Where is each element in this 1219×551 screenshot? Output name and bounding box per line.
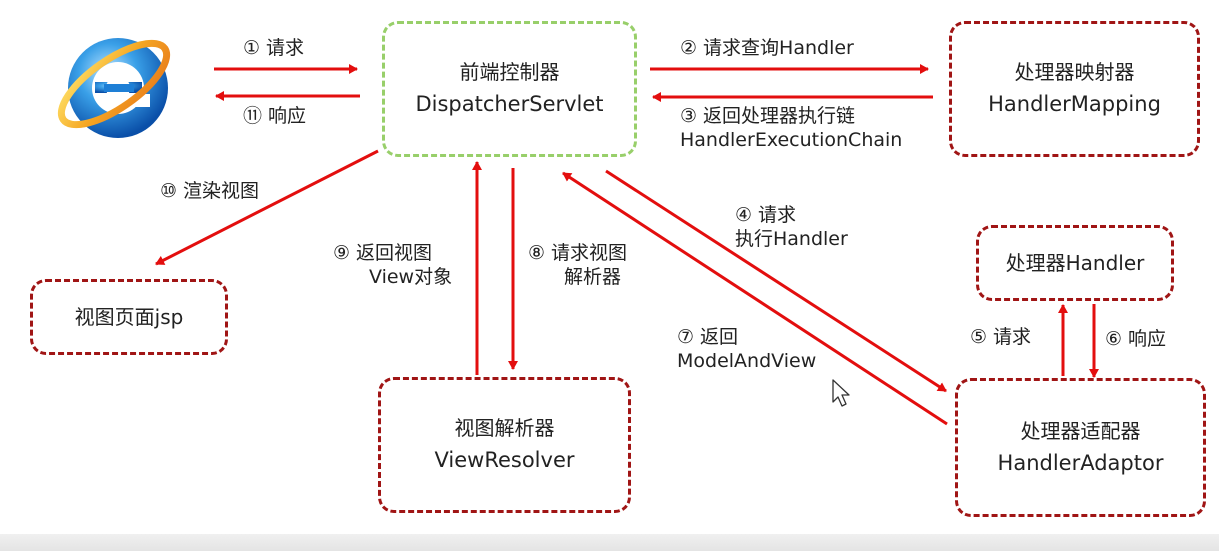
step-8-number: ⑧: [528, 242, 546, 264]
step-8-text: 请求视图: [551, 242, 628, 264]
arrow-step-7: [562, 171, 948, 426]
dispatcher-subtitle: DispatcherServlet: [415, 92, 604, 117]
step-3-text-line2: HandlerExecutionChain: [680, 129, 903, 152]
step-4-text: 请求: [758, 204, 797, 226]
handler-adaptor-box: 处理器适配器 HandlerAdaptor: [955, 378, 1206, 517]
step-8-text-line2: 解析器: [564, 266, 622, 289]
handler-mapping-subtitle: HandlerMapping: [988, 92, 1161, 117]
view-page-title: 视图页面jsp: [74, 304, 184, 329]
step-6-text: 响应: [1128, 328, 1167, 350]
step-6-number: ⑥: [1105, 328, 1123, 350]
view-resolver-subtitle: ViewResolver: [434, 448, 575, 473]
step-4-text-line2: 执行Handler: [735, 228, 848, 251]
step-3-number: ③: [680, 105, 698, 127]
view-resolver-box: 视图解析器 ViewResolver: [378, 377, 631, 513]
handler-mapping-box: 处理器映射器 HandlerMapping: [949, 21, 1200, 157]
bottom-strip: [0, 534, 1219, 551]
handler-title: 处理器Handler: [1005, 250, 1145, 275]
handler-box: 处理器Handler: [976, 225, 1174, 301]
step-11-text: 响应: [268, 105, 307, 127]
step-11-number: ⑪: [243, 105, 263, 127]
step-9-number: ⑨: [333, 242, 351, 264]
step-7-text-line2: ModelAndView: [677, 350, 817, 373]
dispatcher-title: 前端控制器: [459, 60, 560, 85]
step-3-text: 返回处理器执行链: [703, 105, 856, 127]
dispatcher-servlet-box: 前端控制器 DispatcherServlet: [382, 21, 637, 157]
step-7-text: 返回: [700, 326, 739, 348]
step-5-number: ⑤: [970, 326, 988, 348]
step-10-number: ⑩: [160, 180, 178, 202]
step-10-text: 渲染视图: [183, 180, 260, 202]
step-2-text: 请求查询Handler: [703, 37, 854, 59]
step-2-number: ②: [680, 37, 698, 59]
step-1-number: ①: [243, 37, 261, 59]
step-4-number: ④: [735, 204, 753, 226]
step-1-text: 请求: [266, 37, 305, 59]
handler-adaptor-title: 处理器适配器: [1020, 418, 1141, 443]
mouse-cursor-icon: [832, 379, 850, 407]
arrow-step-10: [155, 149, 379, 266]
step-9-text-line2: View对象: [369, 266, 453, 289]
handler-mapping-title: 处理器映射器: [1014, 60, 1135, 85]
handler-adaptor-subtitle: HandlerAdaptor: [997, 450, 1164, 475]
step-5-text: 请求: [993, 326, 1032, 348]
view-resolver-title: 视图解析器: [454, 416, 555, 441]
step-9-text: 返回视图: [356, 242, 433, 264]
view-page-box: 视图页面jsp: [30, 279, 228, 355]
internet-explorer-icon[interactable]: [49, 29, 178, 139]
step-7-number: ⑦: [677, 326, 695, 348]
arrow-step-4: [605, 169, 947, 393]
